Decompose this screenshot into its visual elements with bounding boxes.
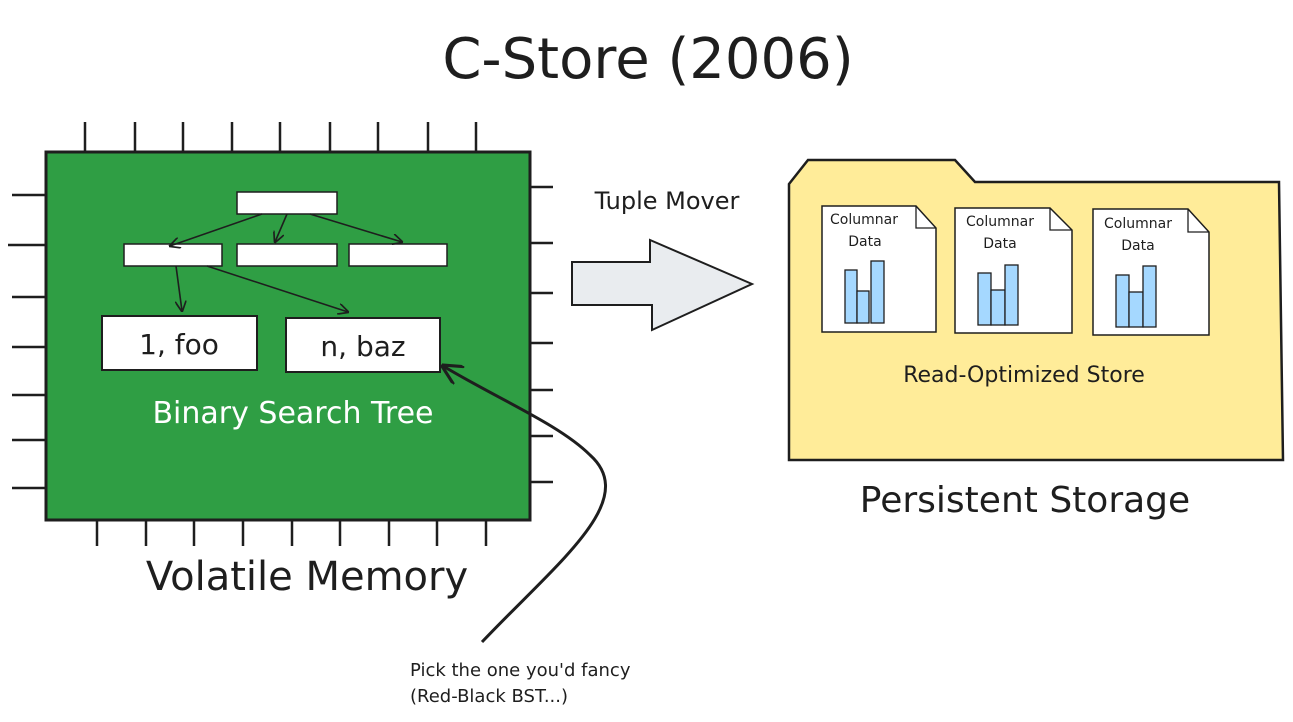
doc-1-line1: Columnar (830, 212, 898, 228)
bar-chart-icon (844, 260, 885, 324)
edge-left-leaf1 (176, 265, 182, 311)
columnar-doc-2 (954, 207, 1073, 334)
doc-1-line2: Data (848, 234, 881, 250)
tuple-mover-label: Tuple Mover (594, 187, 740, 215)
edge-root-left (170, 213, 263, 246)
tree-root-node (236, 191, 338, 215)
tree-edges (170, 213, 402, 312)
tree-node-middle (236, 243, 338, 267)
edge-left-leaf2 (206, 265, 348, 312)
leaf-right (285, 317, 441, 373)
tree-node-left (123, 243, 223, 267)
leaf-right-label: n, baz (320, 330, 405, 363)
tree-nodes (123, 191, 448, 267)
annotation-arrow (443, 366, 607, 644)
memory-label: Volatile Memory (146, 554, 468, 600)
storage-label: Persistent Storage (860, 480, 1190, 521)
tree-label: Binary Search Tree (152, 396, 433, 431)
doc-3-line2: Data (1121, 238, 1154, 254)
edge-root-right (309, 213, 402, 242)
diagram-title: C-Store (2006) (442, 27, 853, 92)
bar-chart-icon (1115, 265, 1157, 328)
memory-chip (8, 122, 553, 546)
annotation-line1: Pick the one you'd fancy (410, 660, 631, 681)
columnar-doc-1 (821, 205, 937, 333)
leaf-left (101, 315, 258, 371)
doc-2-line2: Data (983, 236, 1016, 252)
tuple-mover-arrow (571, 238, 755, 332)
doc-3-line1: Columnar (1104, 216, 1172, 232)
edge-root-middle (275, 213, 288, 242)
bar-chart-icon (977, 264, 1019, 326)
columnar-doc-3 (1092, 208, 1210, 336)
tree-node-right (348, 243, 448, 267)
doc-2-line1: Columnar (966, 214, 1034, 230)
annotation-line2: (Red-Black BST...) (410, 686, 568, 707)
leaf-left-label: 1, foo (139, 328, 219, 361)
store-label: Read-Optimized Store (903, 363, 1145, 388)
